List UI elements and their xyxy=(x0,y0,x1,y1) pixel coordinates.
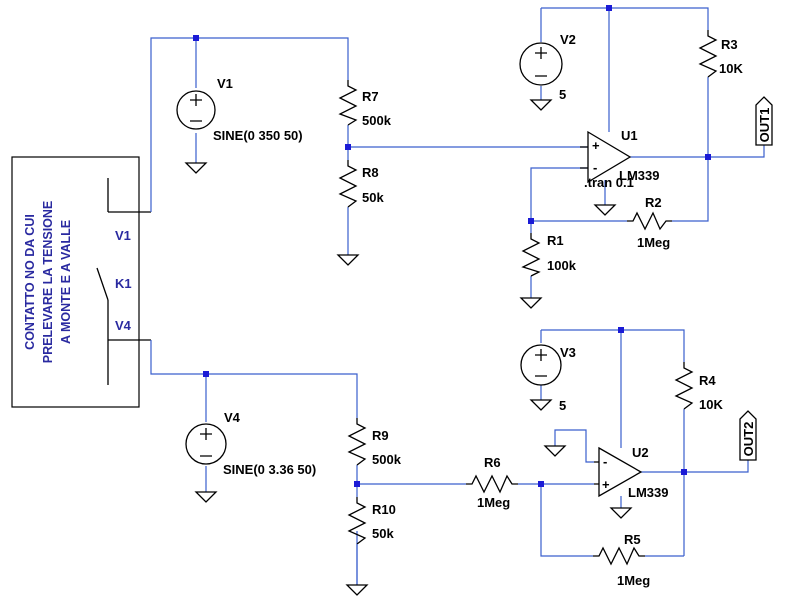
value-v1: SINE(0 350 50) xyxy=(213,128,303,143)
label-r6: R6 xyxy=(484,455,501,470)
svg-text:OUT2: OUT2 xyxy=(741,422,756,457)
resistor-r10 xyxy=(347,497,367,545)
label-u2: U2 xyxy=(632,445,649,460)
label-r5: R5 xyxy=(624,532,641,547)
label-v2: V2 xyxy=(560,32,576,47)
resistor-r5 xyxy=(593,546,645,566)
ground-v3 xyxy=(529,399,553,411)
svg-text:-: - xyxy=(593,160,597,175)
ground-r10 xyxy=(345,584,369,596)
label-v1: V1 xyxy=(217,76,233,91)
svg-text:-: - xyxy=(603,454,607,469)
comparator-u1: + - xyxy=(580,130,632,184)
ground-r1 xyxy=(519,297,543,309)
value-r2: 1Meg xyxy=(637,235,670,250)
resistor-r3 xyxy=(698,30,718,78)
output-flag-out1: OUT1 xyxy=(755,96,773,146)
label-v4: V4 xyxy=(224,410,241,425)
model-u2: LM339 xyxy=(628,485,668,500)
label-r7: R7 xyxy=(362,89,379,104)
resistor-r6 xyxy=(466,474,518,494)
value-r3: 10K xyxy=(719,61,743,76)
box-label-k1: K1 xyxy=(115,276,132,291)
value-r10: 50k xyxy=(372,526,394,541)
value-r8: 50k xyxy=(362,190,384,205)
value-r5: 1Meg xyxy=(617,573,650,588)
ground-v1 xyxy=(184,162,208,174)
relay-contact-k1 xyxy=(96,267,109,301)
label-v3: V3 xyxy=(560,345,576,360)
value-r6: 1Meg xyxy=(477,495,510,510)
source-v3 xyxy=(520,344,562,386)
ground-v4 xyxy=(194,491,218,503)
value-r7: 500k xyxy=(362,113,392,128)
ground-u2 xyxy=(609,507,633,519)
label-r8: R8 xyxy=(362,165,379,180)
source-v2 xyxy=(519,42,563,86)
output-flag-out2: OUT2 xyxy=(739,410,757,461)
svg-text:PRELEVARE LA TENSIONE: PRELEVARE LA TENSIONE xyxy=(41,201,55,364)
value-v2: 5 xyxy=(559,87,566,102)
resistor-r1 xyxy=(521,233,541,277)
box-label-v1: V1 xyxy=(115,228,131,243)
label-r10: R10 xyxy=(372,502,396,517)
resistor-r8 xyxy=(338,160,358,208)
comparator-u2: - + xyxy=(594,446,643,498)
label-r2: R2 xyxy=(645,195,662,210)
box-note: CONTATTO NO DA CUI PRELEVARE LA TENSIONE… xyxy=(23,201,73,364)
svg-text:+: + xyxy=(592,138,600,153)
value-v4: SINE(0 3.36 50) xyxy=(223,462,316,477)
label-r1: R1 xyxy=(547,233,564,248)
relay-box xyxy=(11,156,140,408)
label-r4: R4 xyxy=(699,373,716,388)
model-u1: LM339 xyxy=(619,168,659,183)
junction-dots xyxy=(193,5,711,487)
resistor-r9 xyxy=(347,418,367,466)
svg-text:OUT1: OUT1 xyxy=(757,108,772,143)
svg-text:CONTATTO NO DA CUI: CONTATTO NO DA CUI xyxy=(23,214,37,350)
ground-v2 xyxy=(529,99,553,111)
box-label-v4: V4 xyxy=(115,318,132,333)
value-r4: 10K xyxy=(699,397,723,412)
svg-text:+: + xyxy=(602,477,610,492)
ground-u1 xyxy=(593,204,617,216)
label-u1: U1 xyxy=(621,128,638,143)
label-r9: R9 xyxy=(372,428,389,443)
value-v3: 5 xyxy=(559,398,566,413)
resistor-r4 xyxy=(674,362,694,410)
value-r9: 500k xyxy=(372,452,402,467)
svg-text:A MONTE E A VALLE: A MONTE E A VALLE xyxy=(59,220,73,344)
source-v4 xyxy=(185,423,227,465)
resistor-r2 xyxy=(627,211,672,231)
label-r3: R3 xyxy=(721,37,738,52)
spice-directive: .tran 0.1 xyxy=(584,175,634,190)
ground-r8 xyxy=(336,254,360,266)
value-r1: 100k xyxy=(547,258,577,273)
ground-u2-plus xyxy=(543,445,567,457)
resistor-r7 xyxy=(338,80,358,126)
source-v1 xyxy=(176,90,216,130)
